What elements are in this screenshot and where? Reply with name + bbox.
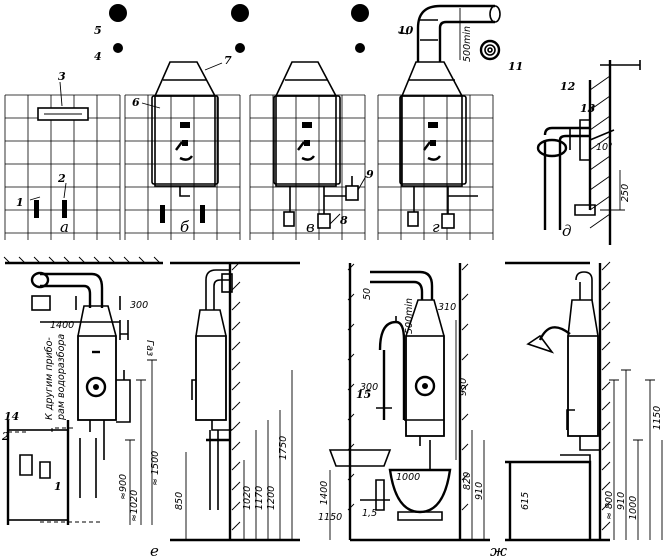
dim-1400-bath: 1400 (319, 481, 330, 505)
heater-v (273, 4, 369, 229)
callout-12: 12 (560, 80, 576, 93)
dim-500min-bath: 500min (404, 298, 415, 334)
dim-1020-side: 1020 (242, 486, 253, 510)
panel-label-g: г (432, 218, 440, 236)
install-bath-side-zh (505, 261, 663, 542)
dim-950: 950 (458, 378, 469, 396)
panel-label-v: в (306, 218, 315, 236)
dim-250: 250 (620, 184, 631, 202)
dim-1170: 1170 (254, 486, 265, 510)
dim-300-bath: 300 (360, 382, 378, 393)
callout-4: 4 (94, 50, 102, 63)
dim-1020-e: ≈1020 (129, 490, 140, 522)
dim-615: 615 (520, 492, 531, 510)
dim-800: ≈ 800 (604, 491, 615, 520)
dim-10-deg: 10° (596, 142, 613, 153)
dim-910-side: 910 (616, 492, 627, 510)
dim-1000-side: 1000 (628, 496, 639, 520)
dim-300-e: 300 (130, 300, 148, 311)
install-bath-front-zh (328, 263, 490, 542)
callout-1-e: 1 (54, 480, 62, 493)
dim-820: 820 (462, 472, 473, 490)
callout-11: 11 (508, 60, 523, 73)
callout-5: 5 (94, 24, 102, 37)
callout-6: 6 (132, 96, 140, 109)
dim-1150-side: 1150 (652, 406, 663, 430)
dim-900-e: ≈900 (118, 474, 129, 500)
callout-2: 2 (57, 172, 66, 185)
to-other-fixtures-2: рам водоразбора (56, 334, 67, 421)
dim-15: 1,5 (362, 508, 377, 519)
panel-a-elements (29, 4, 127, 218)
callout-8: 8 (340, 214, 348, 227)
install-side-e (170, 261, 300, 542)
panel-label-d: д (562, 222, 572, 240)
callout-15: 15 (356, 388, 371, 401)
gas-label: Газ (144, 340, 155, 356)
dim-1750: 1750 (278, 436, 289, 460)
dim-1000-bath: 1000 (396, 472, 420, 483)
callout-10: 10 (398, 24, 414, 37)
dim-1500-e: ≈ 1500 (150, 451, 161, 486)
heater-b (141, 4, 249, 223)
panel-label-e: е (150, 542, 159, 560)
dim-1200: 1200 (266, 486, 277, 510)
callout-7: 7 (224, 54, 232, 67)
dim-910-bath: 910 (474, 482, 485, 500)
to-other-fixtures-1: К другим прибо- (44, 337, 55, 420)
dim-500min-top: 500min (462, 26, 473, 62)
chimney-section-d (536, 60, 641, 245)
dim-1150: 1150 (318, 512, 342, 523)
callout-13: 13 (580, 102, 596, 115)
callout-9: 9 (366, 168, 374, 181)
install-front-e (3, 256, 163, 525)
callout-3: 3 (58, 70, 66, 83)
panel-label-zh: ж (490, 542, 507, 560)
callout-14: 14 (4, 410, 19, 423)
callout-1: 1 (16, 196, 24, 209)
callout-2-e: 2 (1, 430, 10, 443)
dim-310: 310 (438, 302, 456, 313)
heater-g (397, 4, 501, 229)
panel-label-a: а (60, 218, 69, 236)
dim-50: 50 (362, 288, 373, 300)
dim-850: 850 (174, 492, 185, 510)
panel-label-b: б (180, 218, 190, 236)
dim-1400-e: 1400 (50, 320, 74, 331)
